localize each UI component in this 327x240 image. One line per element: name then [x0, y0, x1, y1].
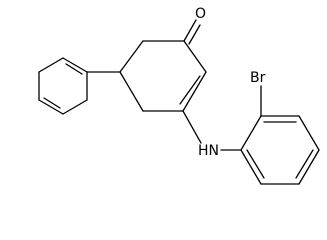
- bond-ring-to-nitrogen: [182, 110, 202, 144]
- bond: [240, 149, 262, 185]
- bond: [62, 57, 88, 73]
- bromophenyl-ring: [240, 115, 320, 185]
- carbonyl-double-bond-line: [188, 24, 201, 45]
- bond: [62, 99, 88, 115]
- bond: [240, 115, 262, 151]
- bond: [183, 40, 207, 73]
- bond: [119, 40, 144, 73]
- double-bond-line: [43, 97, 61, 109]
- bond: [119, 71, 144, 112]
- phenyl-ring: [38, 57, 88, 115]
- double-bond-line: [65, 63, 83, 75]
- amine-label: HN: [198, 143, 219, 159]
- bond: [38, 57, 64, 73]
- chemical-structure: O Br HN: [38, 6, 320, 185]
- bond: [298, 149, 320, 185]
- double-bond-line: [246, 149, 265, 179]
- cyclohexenone-ring: [119, 40, 207, 112]
- carbonyl-bond: [183, 19, 197, 42]
- bond: [298, 115, 320, 151]
- double-bond-line: [179, 75, 201, 105]
- bromine-label: Br: [250, 70, 266, 86]
- bond: [182, 71, 207, 112]
- bond: [38, 99, 64, 115]
- oxygen-label: O: [195, 6, 206, 22]
- double-bond-line: [295, 149, 314, 179]
